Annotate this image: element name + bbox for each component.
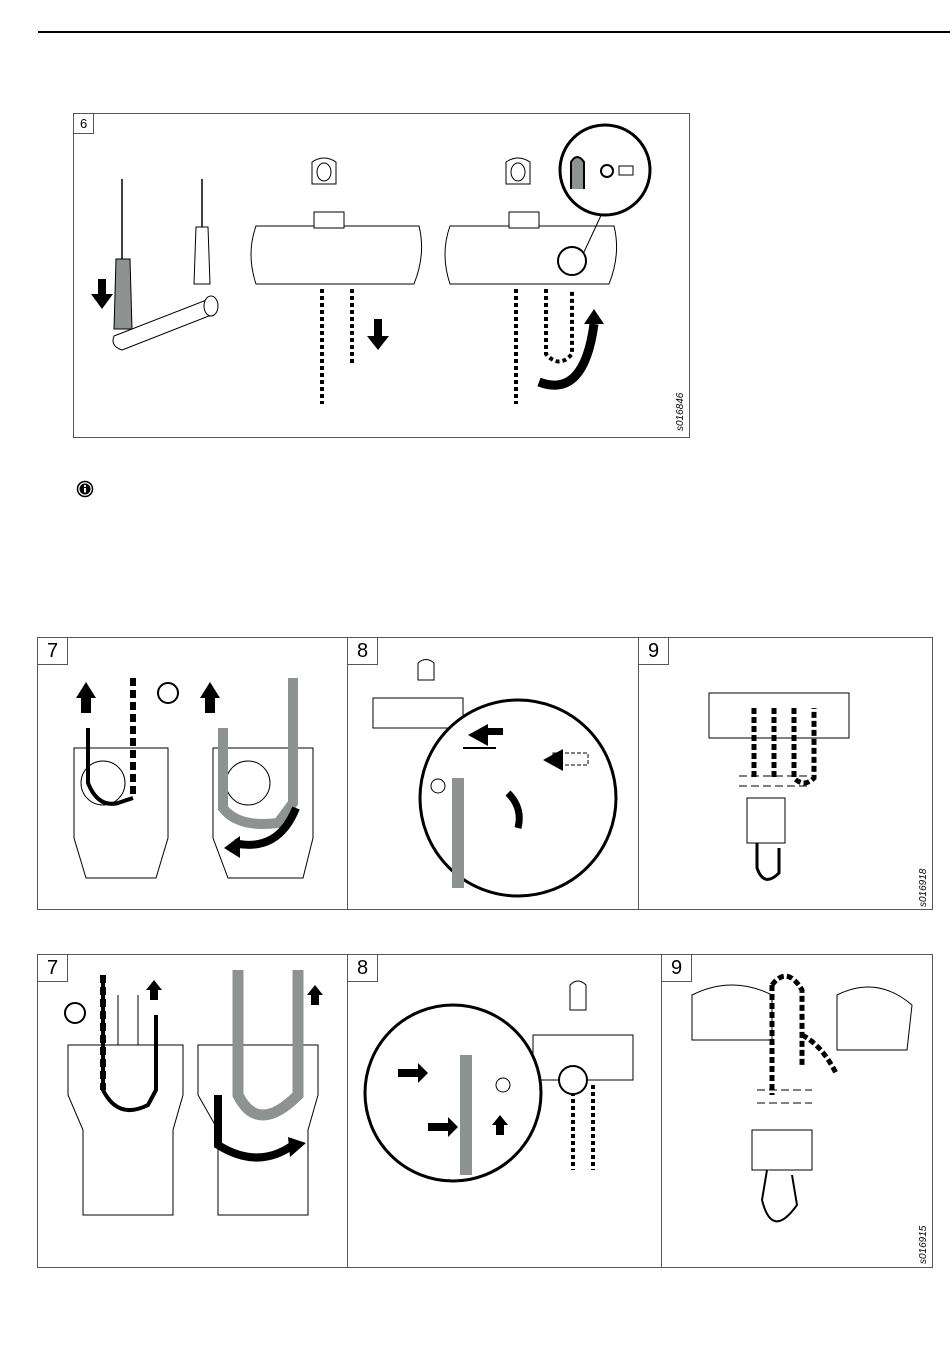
figure-6-illustration bbox=[74, 114, 690, 438]
row2-panel-9: 9 s016915 bbox=[661, 954, 933, 1268]
panel-7-illustration bbox=[38, 638, 348, 910]
figure-code: s016918 bbox=[918, 869, 929, 907]
row2-panel-7: 7 bbox=[37, 954, 348, 1268]
row1-panel-7: 7 bbox=[37, 637, 348, 910]
row1-panel-8: 8 bbox=[347, 637, 639, 910]
panel-8-illustration bbox=[348, 955, 662, 1268]
panel-9-illustration bbox=[662, 955, 933, 1268]
row1-panel-9: 9 s016918 bbox=[638, 637, 933, 910]
panel-8-illustration bbox=[348, 638, 639, 910]
info-icon bbox=[76, 480, 94, 498]
arrow-icon bbox=[91, 279, 113, 309]
figure-code: s016915 bbox=[918, 1226, 929, 1264]
figure-code: s016846 bbox=[675, 393, 686, 431]
header-rule bbox=[38, 31, 950, 33]
figure-6: 6 bbox=[73, 113, 690, 438]
panel-9-illustration bbox=[639, 638, 933, 910]
row2-panel-8: 8 bbox=[347, 954, 662, 1268]
panel-7-illustration bbox=[38, 955, 348, 1268]
